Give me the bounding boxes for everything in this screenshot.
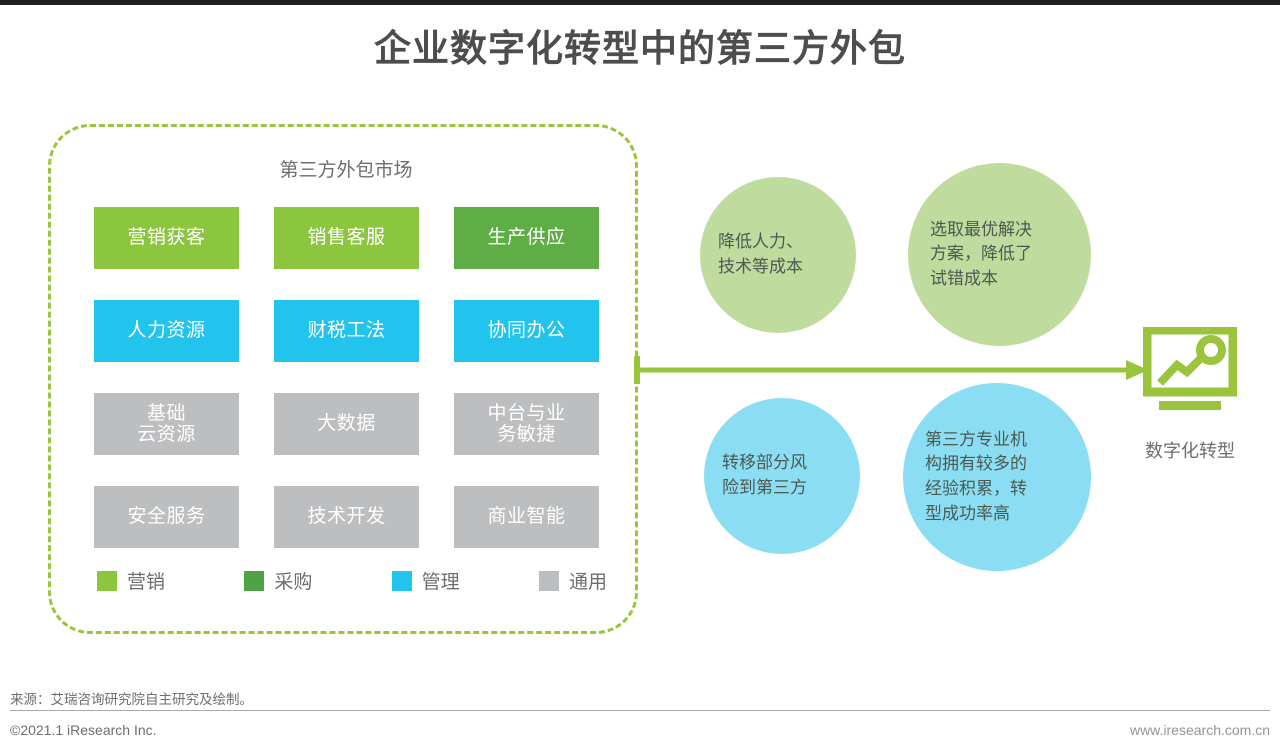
source-note: 来源：艾瑞咨询研究院自主研究及绘制。: [10, 692, 253, 707]
category-box-big-data[interactable]: 大数据: [274, 393, 419, 455]
legend-swatch-icon-management: [391, 570, 412, 591]
category-box-business-intelligence[interactable]: 商业智能: [454, 486, 599, 548]
footer-website: www.iresearch.com.cn: [1129, 722, 1270, 738]
monitor-growth-chart-icon: [1143, 327, 1237, 410]
legend-item-procurement: 采购: [244, 567, 312, 594]
legend-label-general: 通用: [568, 572, 607, 593]
benefit-circle-cost-reduction: 降低人力、 技术等成本: [700, 177, 856, 333]
category-box-finance-tax-legal[interactable]: 财税工法: [274, 300, 419, 362]
legend-item-marketing: 营销: [97, 567, 165, 594]
panel-heading: 第三方外包市场: [279, 160, 413, 181]
category-box-marketing-acquisition[interactable]: 营销获客: [94, 207, 239, 269]
footer-divider: [10, 710, 1270, 711]
benefit-circle-professional-experience: 第三方专业机 构拥有较多的 经验积累，转 型成功率高: [903, 383, 1091, 571]
flow-arrow-icon: [634, 356, 1148, 384]
outcome-label: 数字化转型: [1145, 441, 1235, 461]
benefit-circle-risk-transfer: 转移部分风 险到第三方: [704, 398, 860, 554]
category-box-middle-platform-agility[interactable]: 中台与业 务敏捷: [454, 393, 599, 455]
category-box-security-services[interactable]: 安全服务: [94, 486, 239, 548]
category-box-technology-development[interactable]: 技术开发: [274, 486, 419, 548]
legend-item-general: 通用: [538, 567, 607, 594]
legend-swatch-icon-marketing: [97, 570, 117, 591]
page-title: 企业数字化转型中的第三方外包: [374, 28, 906, 69]
outsourcing-market-panel: 第三方外包市场 营销获客 销售客服 生产供应 人力资源 财税工法 协同办公 基础…: [48, 124, 638, 634]
legend-label-marketing: 营销: [127, 572, 166, 593]
category-box-collaborative-office[interactable]: 协同办公: [454, 300, 599, 362]
legend: 营销 采购 管理 通用: [97, 567, 607, 594]
category-grid: 营销获客 销售客服 生产供应 人力资源 财税工法 协同办公 基础 云资源 大数据…: [94, 207, 604, 548]
legend-swatch-icon-general: [538, 570, 559, 591]
legend-label-management: 管理: [421, 572, 460, 593]
benefit-circle-optimal-solution: 选取最优解决 方案，降低了 试错成本: [908, 163, 1091, 346]
footer-copyright: ©2021.1 iResearch Inc.: [10, 722, 157, 738]
category-box-sales-service[interactable]: 销售客服: [274, 207, 419, 269]
legend-label-procurement: 采购: [274, 572, 313, 593]
category-box-production-supply[interactable]: 生产供应: [454, 207, 599, 269]
top-accent-bar: [0, 0, 1280, 5]
legend-swatch-icon-procurement: [244, 570, 265, 591]
category-box-human-resources[interactable]: 人力资源: [94, 300, 239, 362]
category-box-basic-cloud-resources[interactable]: 基础 云资源: [94, 393, 239, 455]
legend-item-management: 管理: [391, 567, 460, 594]
